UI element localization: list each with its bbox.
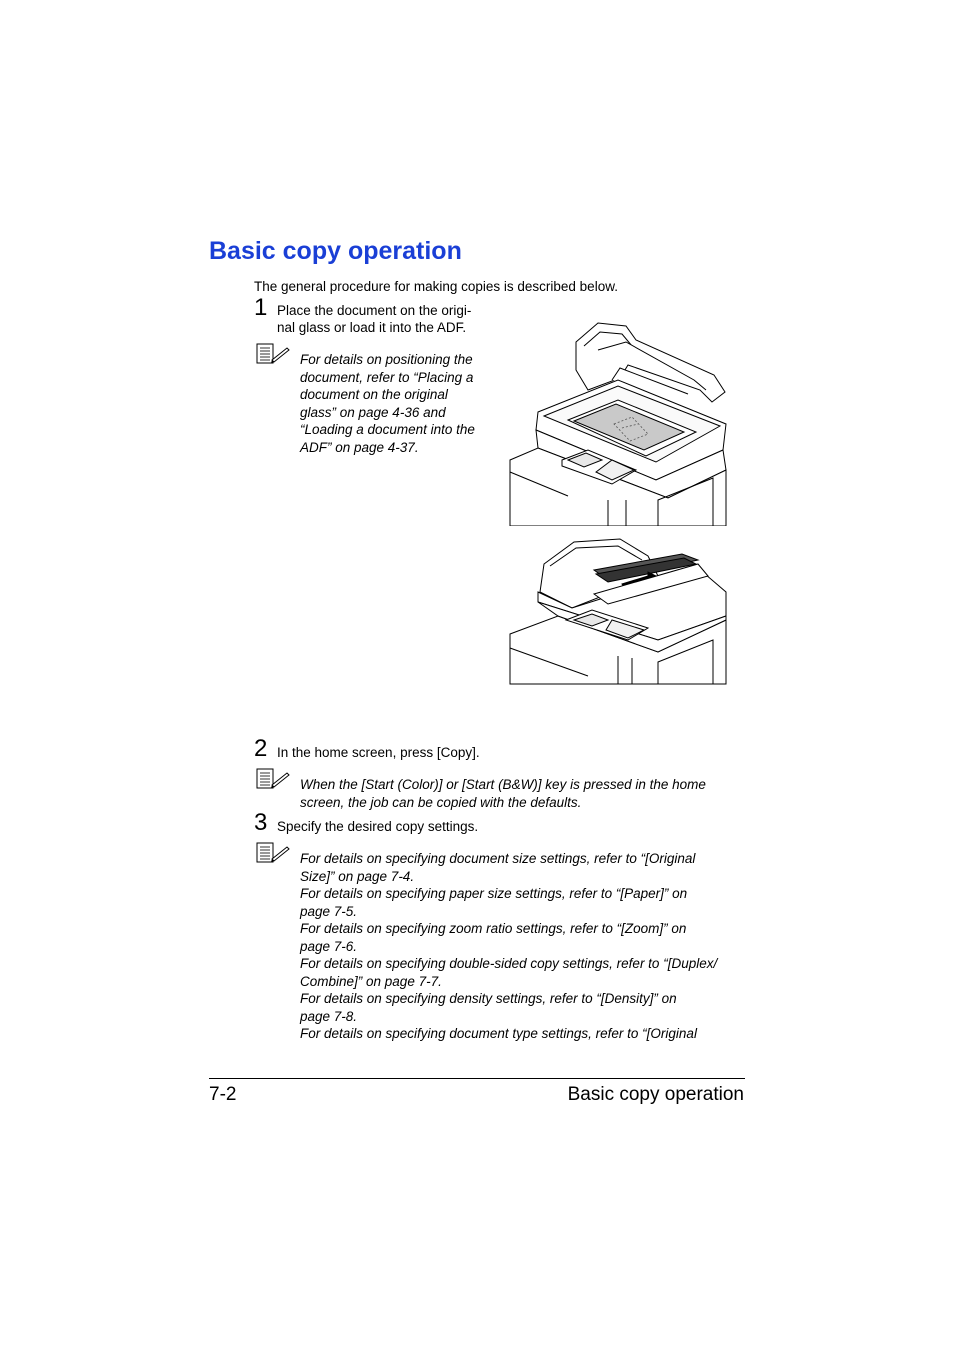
note-line: document, refer to “Placing a [300,369,474,385]
footer-divider [209,1078,745,1079]
step-3-note: For details on specifying document size … [300,850,717,1043]
note-line: screen, the job can be copied with the d… [300,794,582,810]
note-line: ADF” on page 4-37. [300,439,419,455]
note-line: “Loading a document into the [300,422,475,437]
note-line: For details on specifying document size … [300,851,696,866]
note-line: For details on specifying document type … [300,1026,697,1041]
printer-original-glass-illustration [509,322,727,526]
step-2-note: When the [Start (Color)] or [Start (B&W)… [300,776,706,811]
note-icon [256,343,290,364]
note-line: For details on specifying density settin… [300,991,677,1006]
step-3-text: Specify the desired copy settings. [277,818,478,835]
note-line: For details on specifying paper size set… [300,886,688,901]
note-line: When the [Start (Color)] or [Start (B&W)… [300,777,706,792]
note-line: Combine]” on page 7-7. [300,973,442,989]
note-line: document on the original [300,387,448,402]
page-title: Basic copy operation [209,237,462,265]
printer-adf-illustration [509,538,727,685]
step-1-note: For details on positioning the document,… [300,351,475,456]
step-1-text-line: Place the document on the origi- [277,303,472,318]
note-icon [256,842,290,863]
note-line: Size]” on page 7-4. [300,868,415,884]
footer-section-title: Basic copy operation [567,1084,744,1105]
note-line: glass” on page 4-36 and [300,404,446,420]
step-2-text-line: In the home screen, press [Copy]. [277,745,480,760]
note-line: For details on specifying zoom ratio set… [300,921,687,936]
note-line: page 7-6. [300,938,358,954]
note-line: For details on positioning the [300,352,473,367]
step-1-text-line: nal glass or load it into the ADF. [277,320,467,335]
step-2-number: 2 [254,735,268,762]
note-line: For details on specifying double-sided c… [300,956,718,971]
note-icon [256,768,290,789]
step-2-text: In the home screen, press [Copy]. [277,744,480,761]
note-line: page 7-5. [300,903,358,919]
step-3-text-line: Specify the desired copy settings. [277,819,479,834]
intro-text: The general procedure for making copies … [254,279,618,294]
step-1-text: Place the document on the origi- nal gla… [277,302,471,336]
step-3-number: 3 [254,809,268,836]
footer-page-number: 7-2 [209,1084,237,1105]
step-1-number: 1 [254,294,268,321]
note-line: page 7-8. [300,1008,358,1024]
